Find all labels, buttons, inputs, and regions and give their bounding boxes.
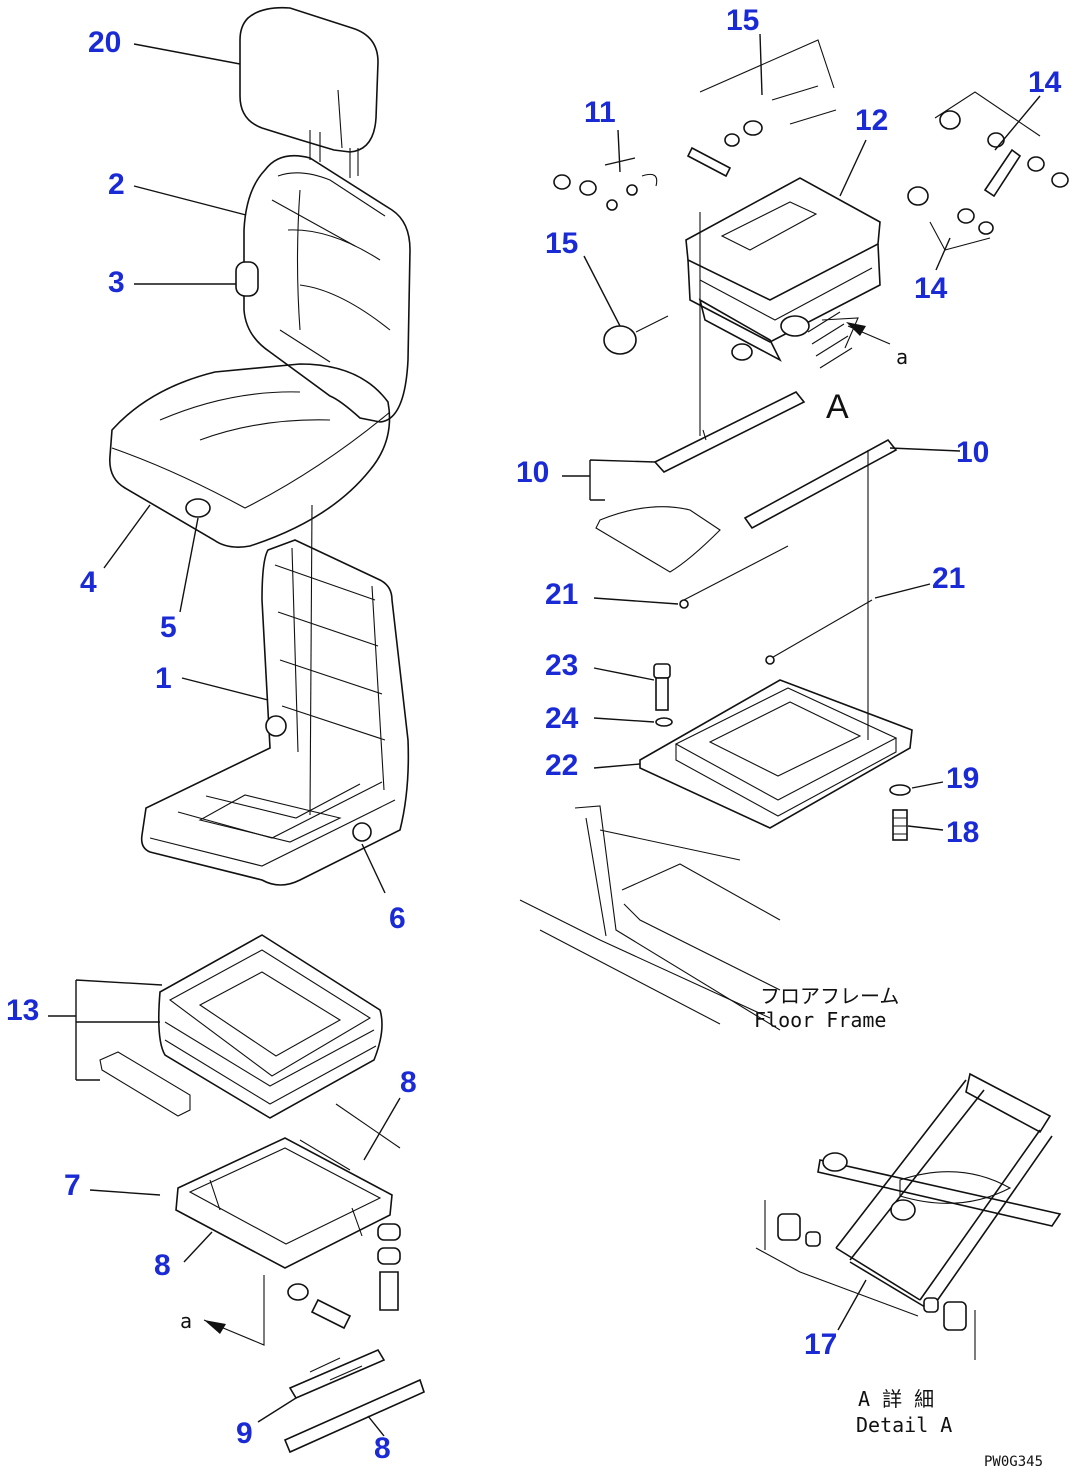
callout-21-left: 21 [545,578,578,611]
adjust-knob [185,498,211,518]
view-label-A: A [826,388,849,426]
callout-10-left: 10 [516,456,549,489]
parts-group-15-top [686,39,837,178]
parts-group-14 [907,91,1069,251]
floor-frame-jp-label: フロアフレーム [760,984,899,1008]
callout-17: 17 [804,1328,837,1361]
clip-parts-11 [553,173,658,211]
ref-arrow-a-top [846,322,891,345]
callout-19: 19 [946,762,979,795]
recline-lever [235,261,259,297]
callout-8-middle: 8 [154,1249,171,1282]
mounting-plate-22 [639,679,913,829]
knob-15 [603,325,637,355]
callout-20: 20 [88,26,121,59]
callout-14-bottom: 14 [914,272,948,305]
callout-21-right: 21 [932,562,965,595]
annotations: a a A フロアフレーム Floor Frame A 詳 細 Detail A… [180,345,1043,1470]
callout-3: 3 [108,266,125,299]
drawing-code: PW0G345 [984,1454,1043,1470]
suspension-assembly-drawing [99,934,383,1119]
ref-arrow-a-bottom [203,1275,265,1346]
suspension-unit-drawing [603,177,881,362]
callout-10-right: 10 [956,436,989,469]
callout-24: 24 [545,702,579,735]
slide-base-drawing [175,1103,401,1330]
callout-8-lower: 8 [374,1432,391,1465]
callout-2: 2 [108,168,125,201]
callout-8-upper: 8 [400,1066,417,1099]
cables-21 [679,545,873,665]
leader-lines [48,33,1041,1437]
detail-jp-label: A 詳 細 [858,1387,934,1411]
suspension-link [99,1051,191,1117]
callout-15-top: 15 [726,4,759,37]
rails-10-drawing [595,212,898,740]
callout-5: 5 [160,611,177,644]
callout-15-left: 15 [545,227,578,260]
callout-9: 9 [236,1417,253,1450]
floor-frame-drawing [519,805,781,1031]
ref-a-top: a [896,345,908,369]
callout-11: 11 [584,96,616,129]
detail-en-label: Detail A [856,1413,952,1437]
detail-a-linkage-drawing [755,1072,1062,1360]
slide-rails-drawing [283,1348,425,1454]
callout-6: 6 [389,902,406,935]
view-arrow-A [807,311,859,369]
callout-12: 12 [855,104,888,137]
seat-cushion-drawing [108,363,391,548]
ref-a-bottom: a [180,1309,192,1333]
callout-18: 18 [946,816,979,849]
callout-4: 4 [80,566,97,599]
headrest-drawing [239,6,379,178]
callout-22: 22 [545,749,578,782]
washer-bolt-19-18 [889,784,911,841]
seat-frame-drawing [140,539,410,886]
callout-23: 23 [545,649,578,682]
callout-14-top: 14 [1028,66,1062,99]
callout-13: 13 [6,994,39,1027]
floor-frame-en-label: Floor Frame [754,1008,886,1032]
callout-7: 7 [64,1169,81,1202]
callout-1: 1 [155,662,172,695]
bolt-washer-23-24 [653,663,673,727]
callout-labels: 20 2 3 4 5 1 6 13 8 7 8 9 8 15 11 12 14 … [6,4,1062,1465]
seat-back-drawing [235,154,411,423]
